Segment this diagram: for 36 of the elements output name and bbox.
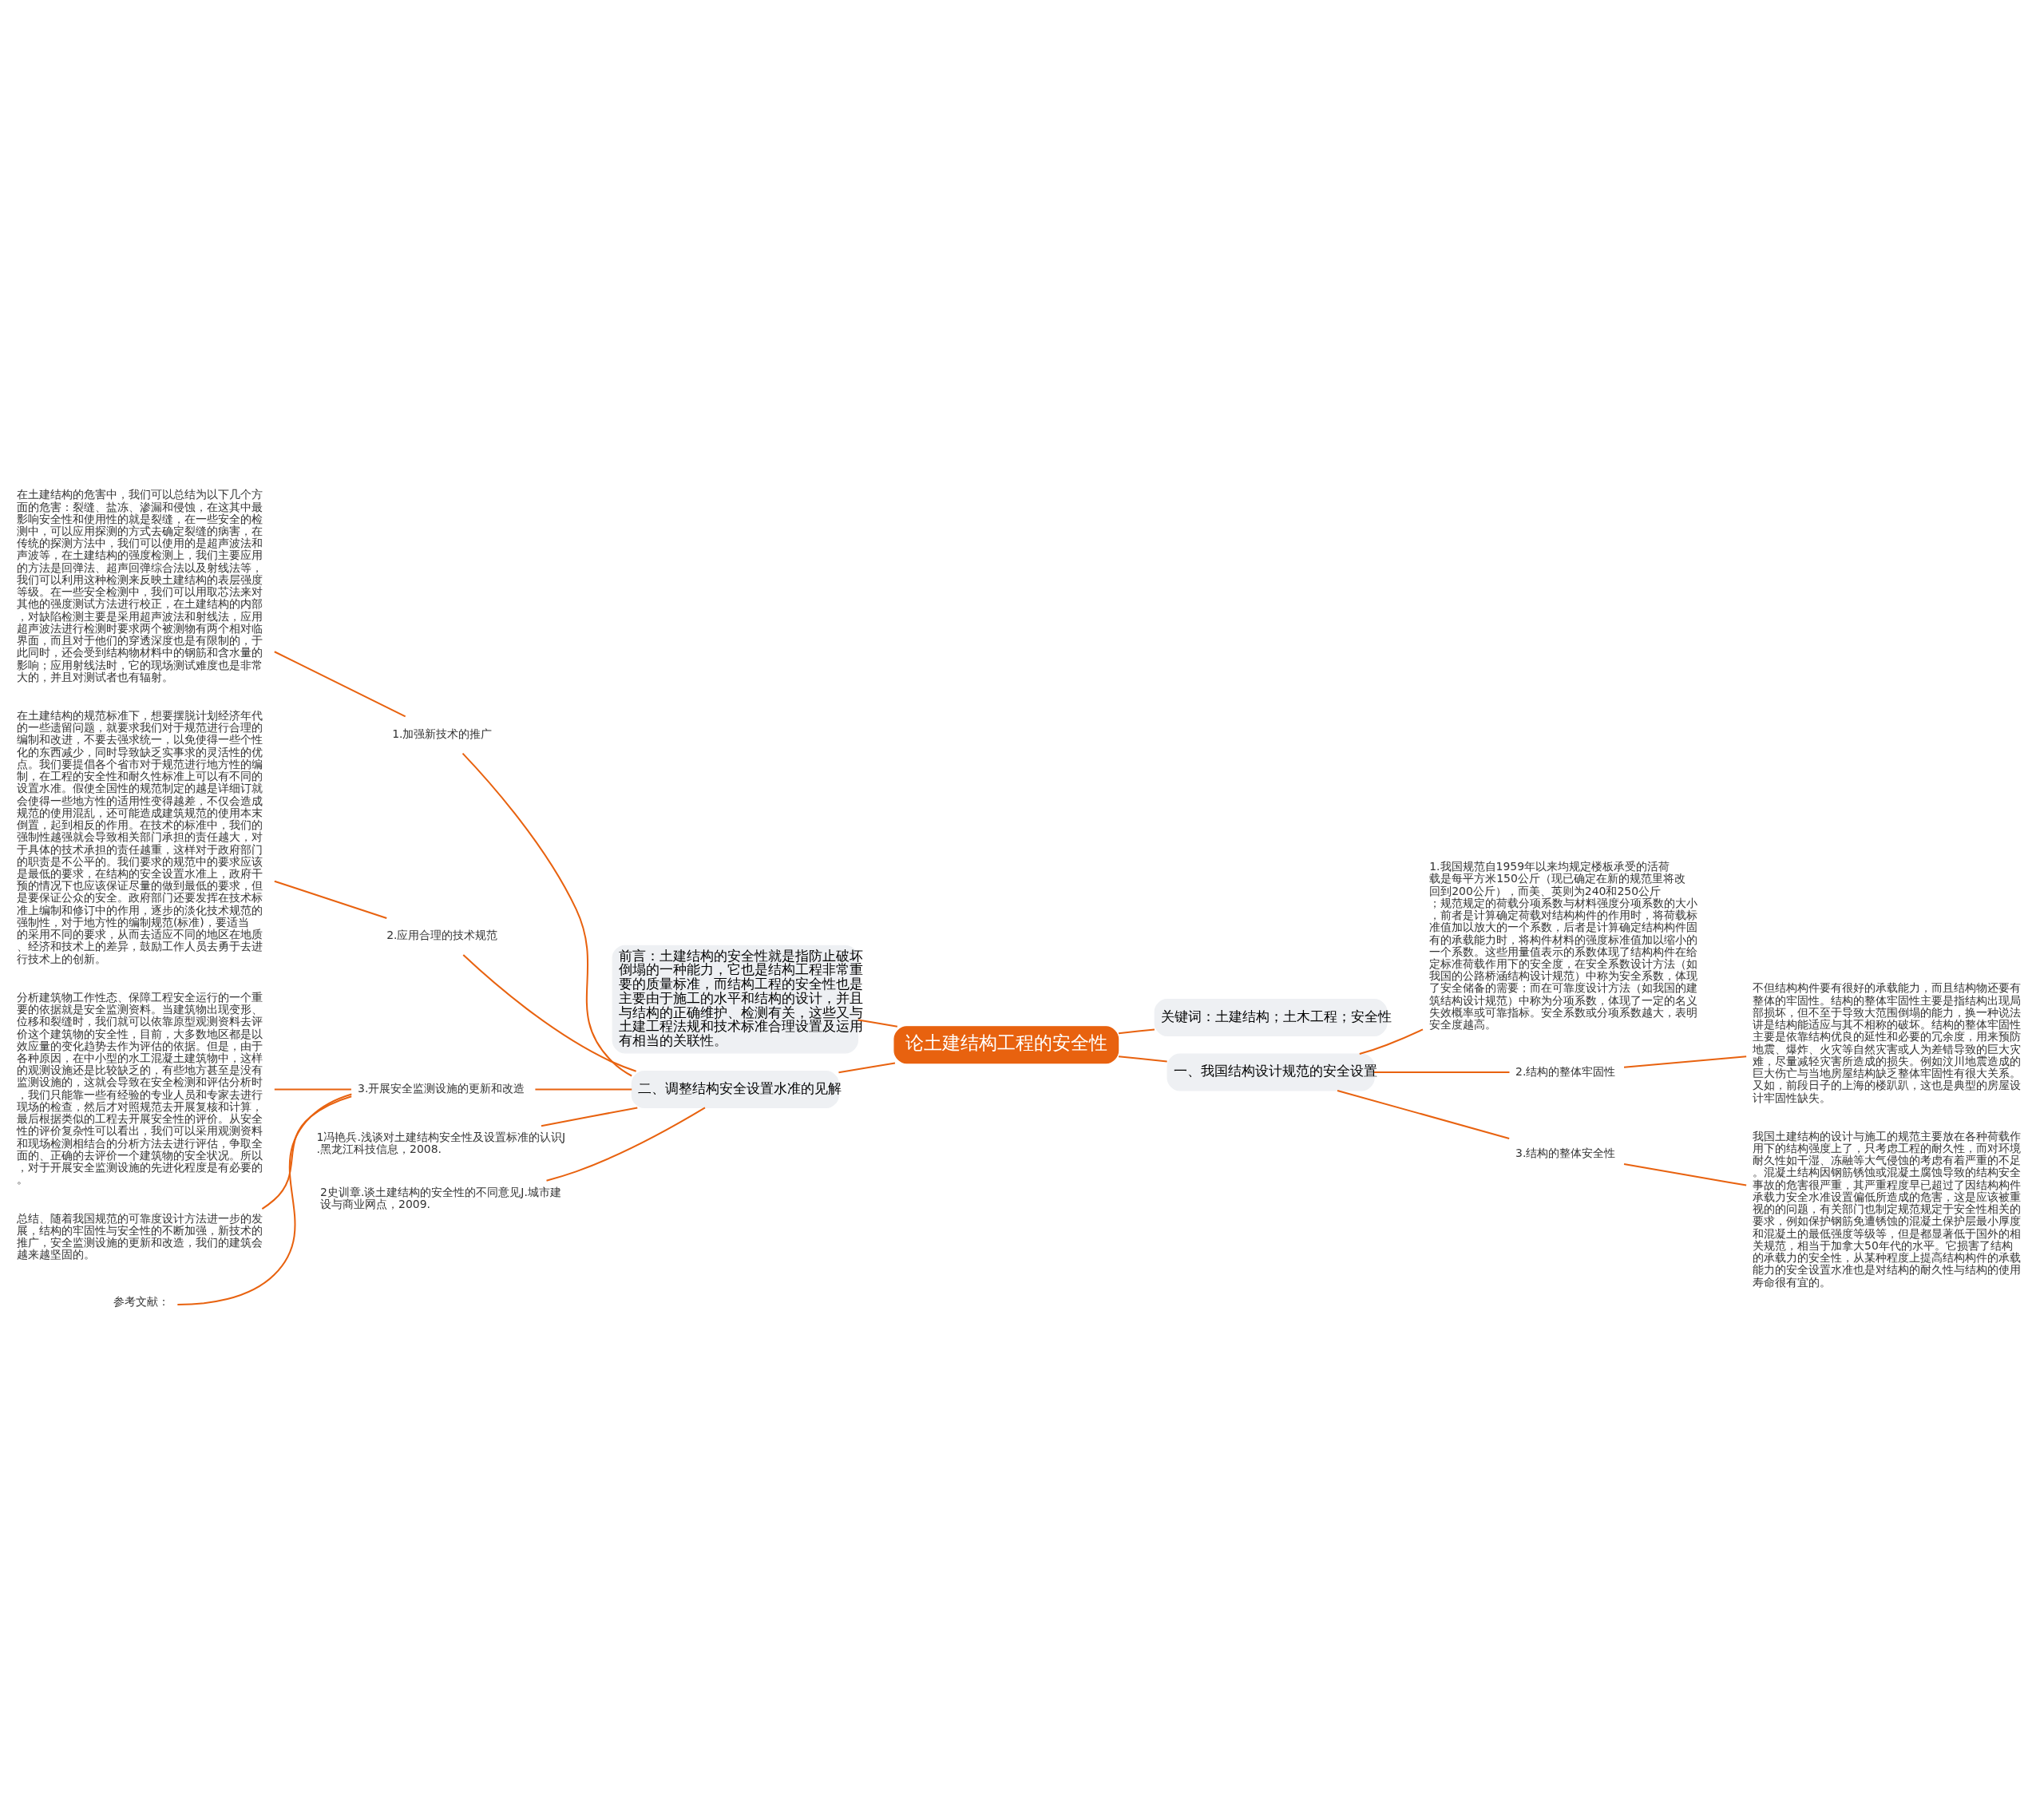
node-text: 总结、随着我国规范的可靠度设计方法进一步的发展，结构的牢固性与安全性的不断加强，新技术的推广，安全监测设施的更新和改造，我们的建筑会越来越坚固的。 xyxy=(16,1211,263,1261)
node-text: 2.结构的整体牢固性 xyxy=(1515,1064,1616,1078)
connector xyxy=(1623,1163,1747,1186)
connector xyxy=(1337,1089,1510,1139)
node-box: 一、我国结构设计规范的安全设置 xyxy=(1167,1053,1375,1091)
connector xyxy=(858,1019,898,1028)
node-text: 2史训章.谈土建结构的安全性的不同意见J.城市建设与商业网点，2009. xyxy=(320,1185,561,1210)
connector xyxy=(177,1093,352,1305)
node-text: 不但结构构件要有很好的承载能力，而且结构物还要有整体的牢固性。结构的整体牢固性主要是指结构出现局部损坏，但不至于导致大范围倒塌的能力，换一种说法讲是结构能适应与其不相称的破坏。结构的整体牢固性主要是依靠结构优良的延性和必要的冗余度，用来预防地震、爆炸、火灾等自然灾害或人为差错导致的巨大灾难，尽量减轻灾害所造成的损失。例如汶川地震造成的巨大伤亡与当地房屋结构缺乏整体牢固性有很大关系。又如，前段日子的上海的楼趴趴，这也是典型的房屋设计牢固性缺失。 xyxy=(1753,981,2022,1104)
connector xyxy=(838,1062,896,1074)
connector xyxy=(1374,1071,1510,1073)
node-text: 1.我国规范自1959年以来均规定楼板承受的活荷载是每平方米150公斤（现已确定在新的规范里将改回到200公斤），而美、英则为240和250公斤；规范规定的荷载分项系数与材料强度分项系数的大小，前者是计算确定荷载对结构构件的作用时，将荷载标准值加以放大的一个系数，后者是计算确定结构构件固有的承载能力时，将构件材料的强度标准值加以缩小的一个系数。这些用量值表示的系数体现了结构构件在给定标准荷载作用下的安全度，在安全系数设计方法（如我国的公路桥涵结构设计规范）中称为安全系数，体现了安全储备的需要；而在可靠度设计方法（如我国的建筑结构设计规范）中称为分项系数，体现了一定的名义失效概率或可靠指标。安全系数或分项系数越大，表明安全度越高。 xyxy=(1429,860,1698,1032)
node-text: 在土建结构的规范标准下，想要摆脱计划经济年代的一些遗留问题，就要求我们对于规范进行合理的编制和改进，不要去强求统一，以免使得一些个性化的东西减少，同时导致缺乏实事求的灵活性的优点。我们要提倡各个省市对于规范进行地方性的编制，在工程的安全性和耐久性标准上可以有不同的设置水准。假使全国性的规范制定的越是详细订就会使得一些地方性的适用性变得越差，不仅会造成规范的使用混乱，还可能造成建筑规范的使用本末倒置，起到相反的作用。在技术的标准中，我们的强制性越强就会导致相关部门承担的责任越大，对于具体的技术承担的责任越重，这样对于政府部门的职责是不公平的。我们要求的规范中的要求应该是最低的要求，在结构的安全设置水准上，政府干预的情况下也应该保证尽量的做到最低的要求，但是要保证公众的安全。政府部门还要发挥在技术标准上编制和修订中的作用，逐步的淡化技术规范的强制性，对于地方性的编制规范(标准)，要适当的采用不同的要求，从而去适应不同的地区在地质、经济和技术上的差异，鼓励工作人员去勇于去进行技术上的创新。 xyxy=(16,709,263,965)
connector xyxy=(546,1107,706,1182)
connector xyxy=(274,1088,351,1091)
connector xyxy=(274,651,406,718)
node-text: 1.加强新技术的推广 xyxy=(392,727,493,740)
connector xyxy=(541,1107,638,1127)
node-text: 参考文献： xyxy=(113,1294,170,1308)
connector xyxy=(461,752,632,1077)
connector xyxy=(535,1088,632,1091)
node-text: 1冯艳兵.浅谈对土建结构安全性及设置标准的认识J.黑龙江科技信息，2008. xyxy=(316,1131,566,1156)
connector xyxy=(1359,1028,1424,1055)
connector xyxy=(1623,1055,1747,1068)
connector xyxy=(462,954,636,1072)
connector xyxy=(261,1095,352,1210)
connector xyxy=(1118,1028,1155,1035)
node-text: 分析建筑物工作性态、保障工程安全运行的一个重要的依据就是安全监测资料。当建筑物出现变形、位移和裂缝时，我们就可以依靠原型观测资料去评价这个建筑物的安全性，目前，大多数地区都是以效应量的变化趋势去作为评估的依据。但是，由于各种原因，在中小型的水工混凝土建筑物中，这样的观测设施还是比较缺乏的，有些地方甚至是没有监测设施的，这就会导致在安全检测和评估分析时，我们只能靠一些有经验的专业人员和专家去进行现场的检查，然后才对照规范去开展复核和计算，最后根据类似的工程去开展安全性的评价。从安全性的评价复杂性可以看出，我们可以采用观测资料和现场检测相结合的分析方法去进行评估，争取全面的、正确的去评价一个建筑物的安全状况。所以，对于开展安全监测设施的先进化程度是有必要的。 xyxy=(16,990,263,1186)
node-text: 在土建结构的危害中，我们可以总结为以下几个方面的危害：裂缝、盐冻、渗漏和侵蚀，在这其中最影响安全性和使用性的就是裂缝，在一些安全的检测中，可以应用探测的方式去确定裂缝的病害，在传统的探测方法中，我们可以使用的是超声波法和声波等，在土建结构的强度检测上，我们主要应用的方法是回弹法、超声回弹综合法以及射线法等，我们可以利用这种检测来反映土建结构的表层强度等级。在一些安全检测中，我们可以用取芯法来对其他的强度测试方法进行校正，在土建结构的内部，对缺陷检测主要是采用超声波法和射线法，应用超声波法进行检测时要求两个被测物有两个相对临界面，而且对于他们的穿透深度也是有限制的，于此同时，还会受到结构物材料中的钢筋和含水量的影响；应用射线法时，它的现场测试难度也是非常大的，并且对测试者也有辐射。 xyxy=(16,488,263,683)
connector xyxy=(1118,1055,1167,1063)
node-text: 我国土建结构的设计与施工的规范主要放在各种荷载作用下的结构强度上了，只考虑工程的耐久性，而对环境耐久性如干湿、冻融等大气侵蚀的考虑有着严重的不足。混凝土结构因钢筋锈蚀或混凝土腐蚀导致的结构安全事故的危害很严重，其严重程度早已超过了因结构构件承载力安全水准设置偏低所造成的危害，这是应该被重视的的问题，有关部门也制定规范规定于安全性相关的要求，例如保护钢筋免遭锈蚀的混凝土保护层最小厚度和混凝土的最低强度等级等，但是都显著低于国外的相关规范，相当于加拿大50年代的水平。它损害了结构的承载力的安全性，从某种程度上提高结构构件的承载能力的安全设置水准也是对结构的耐久性与结构的使用寿命很有宜的。 xyxy=(1753,1129,2022,1289)
connector xyxy=(274,880,387,919)
node-box: 论土建结构工程的安全性 xyxy=(893,1026,1119,1064)
node-text: 2.应用合理的技术规范 xyxy=(386,929,498,942)
node-text: 3.开展安全监测设施的更新和改造 xyxy=(358,1082,525,1095)
node-text: 3.结构的整体安全性 xyxy=(1515,1147,1616,1160)
